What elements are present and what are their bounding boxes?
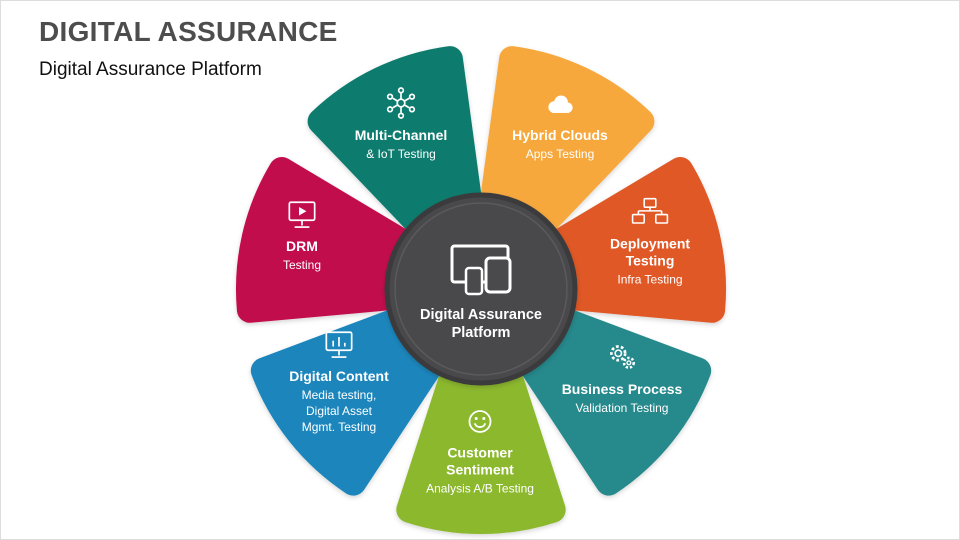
slide-subtitle: Digital Assurance Platform <box>39 59 262 80</box>
petal-shape-digital-content <box>250 305 448 496</box>
center-inner-ring <box>394 202 568 376</box>
slide-title: DIGITAL ASSURANCE <box>39 16 338 47</box>
petal-shape-hybrid-clouds <box>479 46 655 241</box>
petal-shape-deployment-testing <box>541 157 727 323</box>
petal-shape-business-process <box>514 305 712 496</box>
petal-shape-customer-sentiment <box>396 356 566 535</box>
petal-shape-multi-channel <box>307 46 483 241</box>
center-circle <box>384 192 578 386</box>
header: DIGITAL ASSURANCE Digital Assurance Plat… <box>39 15 338 82</box>
